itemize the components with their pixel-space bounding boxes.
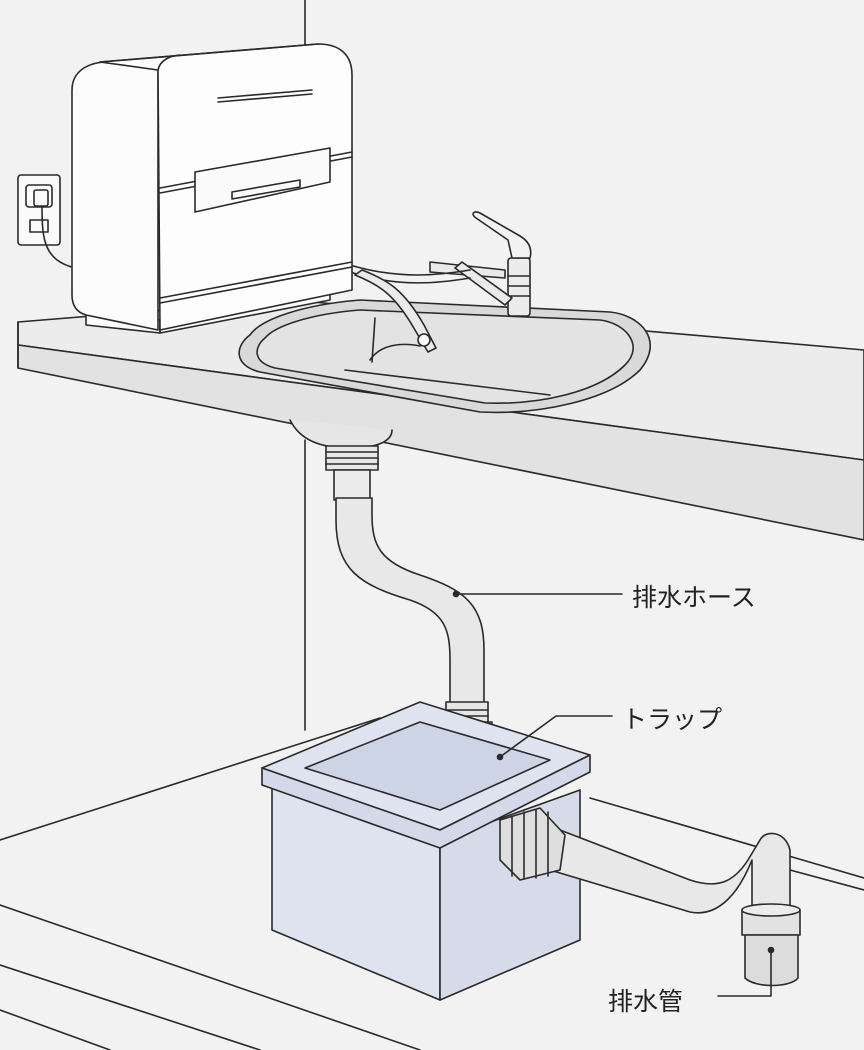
dishwasher <box>71 43 353 334</box>
floor-lines <box>0 717 864 1050</box>
leader-drain-pipe <box>717 949 772 997</box>
drain-pipe-label: 排水管 <box>608 987 684 1016</box>
sink <box>238 299 652 414</box>
trap-label: トラップ <box>622 705 723 734</box>
wall-outlet <box>17 174 76 269</box>
leader-trap <box>499 715 613 758</box>
drain-hose-label: 排水ホース <box>632 583 756 612</box>
trap-box <box>261 701 591 1001</box>
water-supply-hose <box>349 264 471 353</box>
faucet <box>429 211 532 317</box>
sink-drain-fitting <box>289 419 393 501</box>
leader-lines <box>452 590 775 997</box>
